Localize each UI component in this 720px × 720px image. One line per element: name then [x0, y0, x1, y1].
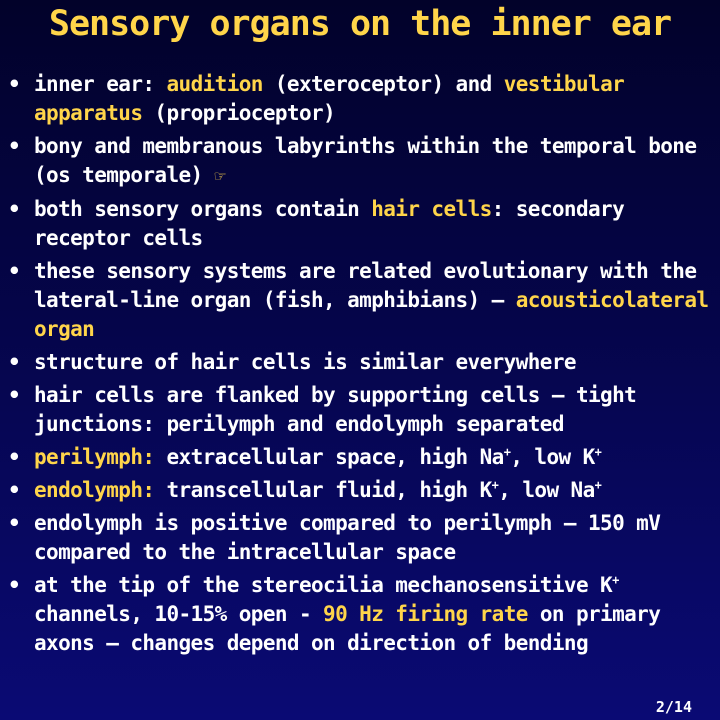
bullet-stereocilia: at the tip of the stereocilia mechanosen…: [0, 571, 720, 658]
highlight-firing-rate: 90 Hz firing rate: [323, 602, 528, 626]
bullet-hair-cells: both sensory organs contain hair cells: …: [0, 195, 720, 253]
bullet-structure: structure of hair cells is similar every…: [0, 348, 720, 377]
highlight-vestibular: vestibular apparatus: [34, 72, 625, 125]
bullet-text: on primary axons – changes depend on dir…: [34, 602, 661, 655]
bullet-text: bony and membranous labyrinths within th…: [34, 134, 697, 187]
bullet-text: channels, 10-15% open -: [34, 602, 324, 626]
highlight-perilymph: perilymph:: [34, 445, 155, 469]
bullet-text: these sensory systems are related evolut…: [34, 259, 697, 312]
bullet-text: extracellular space, high Na: [154, 445, 504, 469]
bullet-text: , low K: [510, 445, 595, 469]
bullet-supporting-cells: hair cells are flanked by supporting cel…: [0, 381, 720, 439]
bullet-text: at the tip of the stereocilia mechanosen…: [34, 573, 613, 597]
bullet-text: endolymph is positive compared to perily…: [34, 511, 661, 564]
bullet-list: inner ear: audition (exteroceptor) and v…: [0, 70, 720, 662]
superscript-plus: +: [594, 445, 602, 459]
slide-title: Sensory organs on the inner ear: [48, 4, 672, 44]
superscript-plus: +: [503, 445, 511, 459]
bullet-inner-ear: inner ear: audition (exteroceptor) and v…: [0, 70, 720, 128]
bullet-text: , low Na: [498, 478, 595, 502]
bullet-text: transcellular fluid, high K: [154, 478, 492, 502]
bullet-text: both sensory organs contain: [34, 197, 372, 221]
bullet-text: : secondary receptor cells: [34, 197, 625, 250]
highlight-audition: audition: [166, 72, 263, 96]
page-number: 2/14: [655, 698, 692, 716]
bullet-endolymph: endolymph: transcellular fluid, high K+,…: [0, 476, 720, 505]
bullet-text: structure of hair cells is similar every…: [34, 350, 577, 374]
bullet-perilymph: perilymph: extracellular space, high Na+…: [0, 443, 720, 472]
superscript-plus: +: [594, 478, 602, 492]
bullet-text: hair cells are flanked by supporting cel…: [34, 383, 637, 436]
pointing-hand-icon[interactable]: ☞: [214, 166, 226, 187]
superscript-plus: +: [491, 478, 499, 492]
bullet-text: (proprioceptor): [142, 101, 336, 125]
bullet-labyrinths: bony and membranous labyrinths within th…: [0, 132, 720, 191]
bullet-endolymph-potential: endolymph is positive compared to perily…: [0, 509, 720, 567]
highlight-acousticolateral: acousticolateral organ: [34, 288, 709, 341]
highlight-endolymph: endolymph:: [34, 478, 155, 502]
highlight-hair-cells: hair cells: [371, 197, 492, 221]
bullet-text: inner ear:: [34, 72, 167, 96]
bullet-evolution: these sensory systems are related evolut…: [0, 257, 720, 344]
superscript-plus: +: [612, 573, 619, 587]
bullet-text: (exteroceptor) and: [262, 72, 504, 96]
